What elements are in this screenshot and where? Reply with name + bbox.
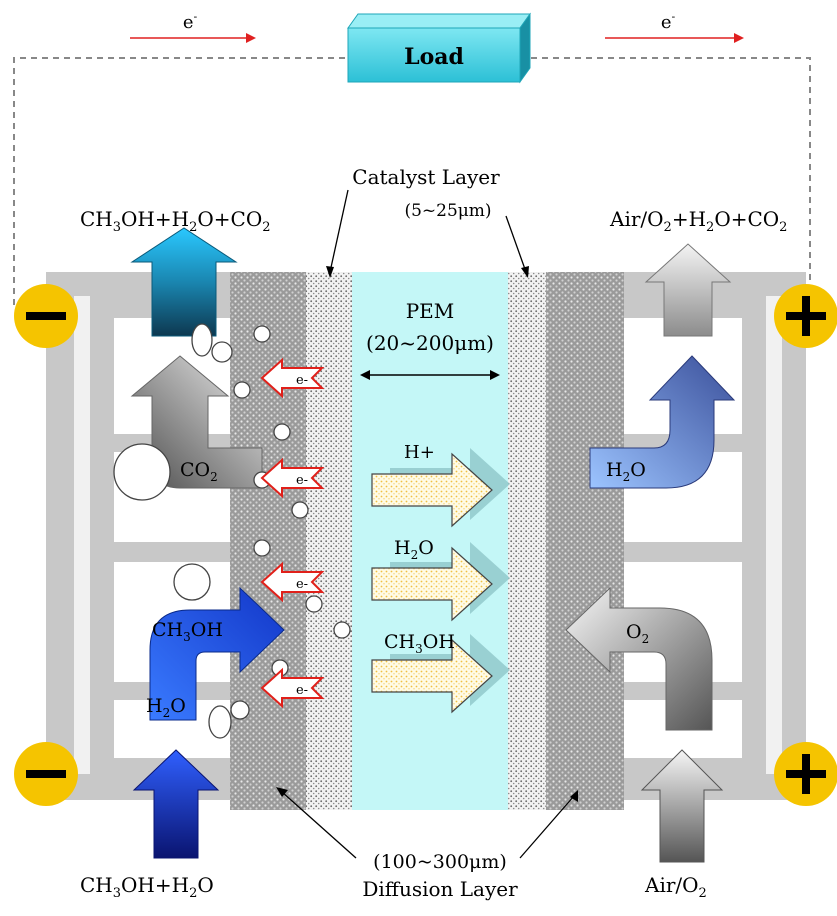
catalyst-thickness-label: (5~25μm) <box>404 201 491 221</box>
electron-arrow-2: e- <box>260 457 325 499</box>
pem-label: PEM <box>406 299 455 323</box>
electron-arrows: e- e- e- e- <box>260 357 325 709</box>
load-label: Load <box>404 44 464 70</box>
diffusion-layer-label: Diffusion Layer <box>362 877 518 901</box>
catalyst-pointers <box>326 189 529 278</box>
ch3oh-feed-arrow <box>149 586 285 721</box>
membrane-ch3oh-label: CH3OH <box>384 631 455 656</box>
cathode-terminal-top <box>774 284 837 348</box>
anode-diffusion-layer <box>230 272 306 810</box>
co2-label: CO2 <box>180 459 218 484</box>
circuit-wire-left <box>13 57 348 305</box>
water-crossover-arrow <box>371 542 510 622</box>
cathode-h2o-label: H2O <box>606 459 646 484</box>
cathode-diffusion-layer <box>546 272 624 810</box>
electron-label-left: e- <box>183 10 198 33</box>
electron-arrow-label-1: e- <box>296 373 308 388</box>
anode-catalyst-layer <box>306 272 352 810</box>
co2-bubbles <box>113 323 351 739</box>
electron-arrow-label-4: e- <box>296 683 308 698</box>
electron-flow-arrowhead-left <box>246 33 256 43</box>
pem-thickness-label: (20~200μm) <box>366 331 494 355</box>
anode-outlet-arrow <box>130 227 238 337</box>
anode-terminal-bottom <box>14 742 78 806</box>
cathode-terminal-bottom <box>774 742 837 806</box>
methanol-crossover-arrow <box>371 634 510 714</box>
cathode-o2-label: O2 <box>626 621 649 646</box>
circuit-wire-right <box>520 57 811 300</box>
diffusion-pointers <box>276 787 578 859</box>
anode-terminal-top <box>14 284 78 348</box>
electron-flow-arrowhead-right <box>734 33 744 43</box>
cathode-inlet-arrow <box>640 749 724 863</box>
external-circuit: e- e- Load <box>13 10 811 305</box>
proton-label: H+ <box>404 442 435 463</box>
cathode-outlet-arrow <box>644 243 732 337</box>
pem-thickness-dimension <box>360 370 500 380</box>
cathode-outlet-label: Air/O2+H2O+CO2 <box>609 207 787 235</box>
electron-arrow-label-3: e- <box>296 577 308 592</box>
membrane-h2o-label: H2O <box>394 537 434 562</box>
electron-label-right: e- <box>661 10 676 33</box>
membrane-flow-arrows <box>371 448 510 714</box>
oxygen-feed-arrow <box>565 586 713 731</box>
cathode-water-arrow <box>589 355 736 489</box>
electron-arrow-3: e- <box>260 561 325 603</box>
catalyst-layer-label: Catalyst Layer <box>352 165 500 189</box>
pem-membrane <box>352 272 508 810</box>
electron-arrow-4: e- <box>260 667 325 709</box>
electron-arrow-1: e- <box>260 357 325 399</box>
electron-arrow-label-2: e- <box>296 473 308 488</box>
cathode-catalyst-layer <box>508 272 546 810</box>
anode-outlet-label: CH3OH+H2O+CO2 <box>80 207 271 235</box>
anode-inlet-label: CH3OH+H2O <box>80 873 214 901</box>
anode-h2o-label: H2O <box>146 695 186 720</box>
proton-flow-arrow <box>371 448 510 528</box>
anode-inlet-arrow <box>132 749 220 859</box>
diffusion-thickness-label: (100~300μm) <box>373 851 507 873</box>
load-box: Load <box>347 12 531 84</box>
anode-ch3oh-label: CH3OH <box>152 619 223 644</box>
cathode-inlet-label: Air/O2 <box>644 873 707 901</box>
